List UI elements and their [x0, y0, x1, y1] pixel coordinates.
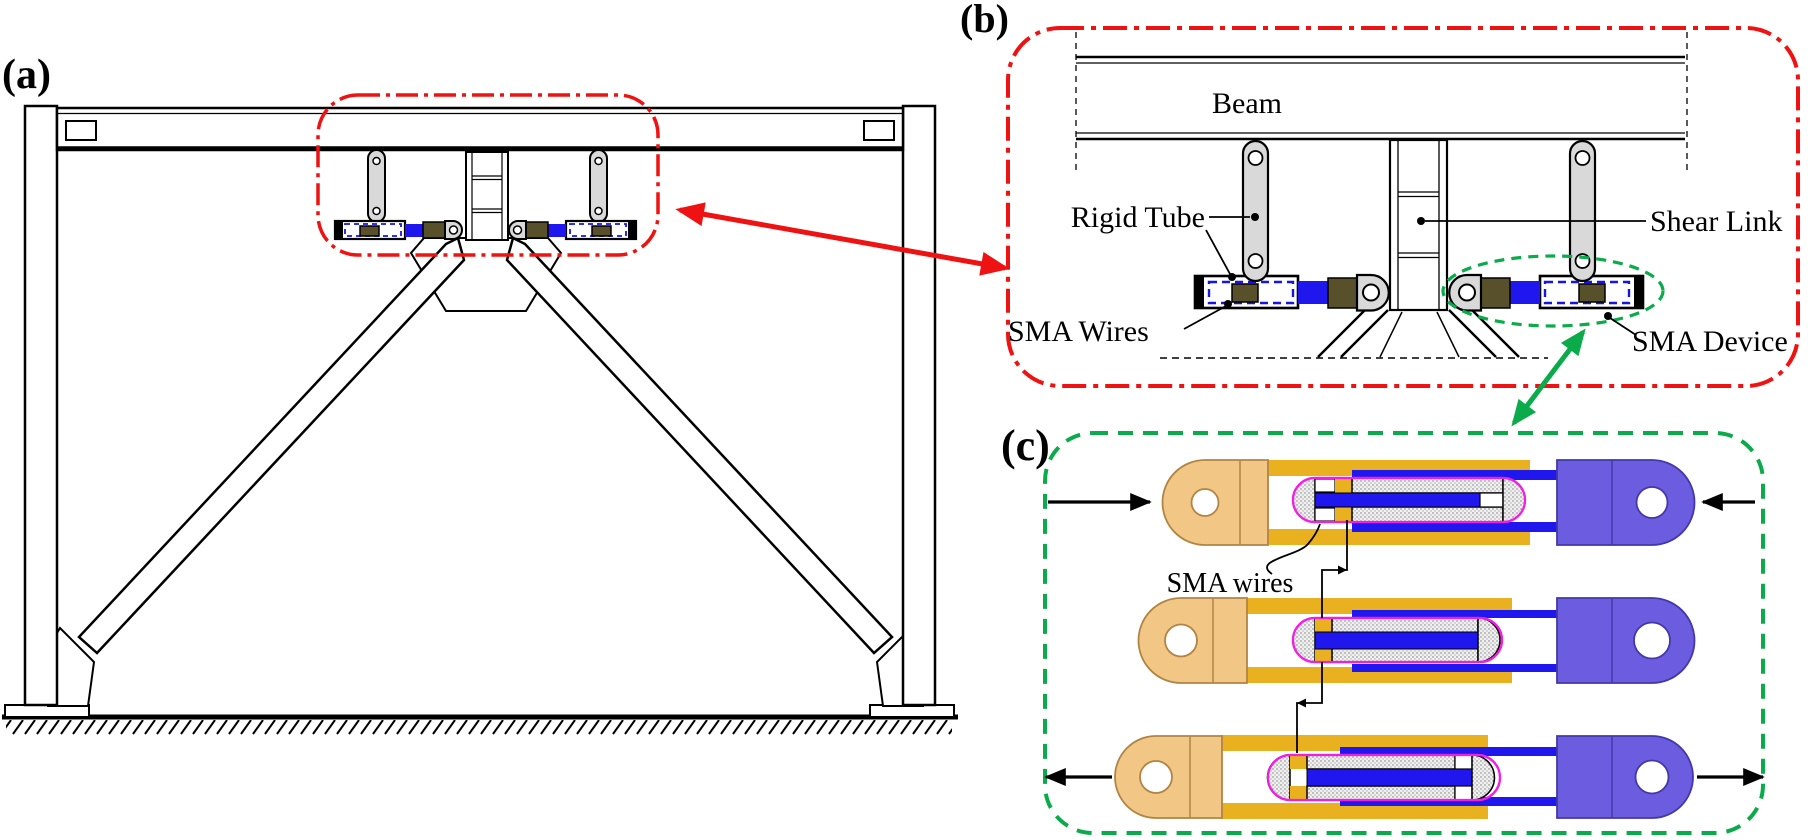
clevis-right-purple [1556, 735, 1694, 819]
clevis-left-tan [1137, 597, 1248, 684]
wire-bar-top [1306, 754, 1456, 770]
detail-boundary-box-red [1006, 26, 1800, 388]
sma-wires-label-b: SMA Wires [1008, 315, 1149, 348]
brace-stubs-b [1160, 309, 1548, 359]
wire-cap-right [1471, 754, 1496, 801]
device-boundary-box-green [1043, 431, 1765, 835]
wire-anchor-gold-top [1315, 619, 1332, 632]
pin-hole [1164, 623, 1198, 658]
inner-rod-bar-bottom [1340, 797, 1558, 806]
clevis-right-purple [1556, 459, 1696, 546]
rigid-tube-label: Rigid Tube [1071, 201, 1205, 234]
beam-detail [1075, 32, 1688, 172]
shear-link-label: Shear Link [1650, 205, 1782, 238]
panel-b-connection-detail: (b) Beam [960, 0, 1800, 388]
rigid-tube-annotation: Rigid Tube [1071, 201, 1259, 281]
inner-rod-bar-top [1352, 610, 1558, 618]
panel-c-label: (c) [1001, 421, 1050, 470]
red-link-arrow [675, 202, 1010, 276]
brace-right [505, 236, 894, 655]
connector-arrowhead-left [1297, 698, 1306, 708]
sma-device-state-neutral [1137, 597, 1696, 684]
rigid-tube-left-b [1241, 139, 1270, 283]
rigid-tube-left-a [367, 149, 386, 223]
column-right [901, 104, 937, 707]
detail-callout-box-red [316, 93, 660, 257]
sma-device-label: SMA Device [1632, 325, 1788, 358]
pin-hole [1139, 760, 1173, 794]
connector-arrowhead-right [1338, 565, 1347, 575]
wire-anchor-gold-top [1290, 756, 1307, 769]
center-rod [1314, 492, 1481, 508]
sma-device-highlight-ellipse-green [1441, 254, 1665, 328]
wire-anchor-gold-bottom [1290, 786, 1307, 799]
wire-gap-bottom [1454, 785, 1473, 801]
beam [55, 106, 905, 152]
clevis-left-tan [1161, 459, 1269, 546]
wire-cap-left [1292, 617, 1316, 663]
beam-end-connection-right [863, 120, 895, 141]
sma-wires-annotation-c: SMA wires [1167, 523, 1321, 599]
shear-link-a [465, 151, 509, 241]
inner-rod-bar-top [1340, 747, 1558, 756]
inner-rod-bar-bottom [1352, 522, 1558, 532]
outer-tube-bar-bottom [1220, 803, 1488, 819]
clevis-left-tan [1114, 735, 1223, 819]
sma-device-state-compressed [1048, 459, 1755, 546]
sma-device-left-a [333, 219, 463, 241]
inner-rod-bar-top [1352, 470, 1558, 480]
beam-label: Beam [1212, 87, 1282, 120]
wire-cap-right [1502, 477, 1526, 523]
sma-device-left-b [1193, 273, 1390, 312]
sma-device-right-b [1448, 273, 1645, 312]
shear-link-b [1388, 138, 1449, 312]
center-rod [1306, 768, 1473, 787]
green-link-arrow [1511, 328, 1586, 427]
sma-wires-annotation-b: SMA Wires [1008, 300, 1232, 348]
column-left [23, 104, 59, 707]
wire-bar-top [1331, 617, 1479, 634]
wire-anchor-gold-bottom [1315, 648, 1332, 661]
wire-gap-top [1454, 754, 1473, 770]
rigid-tube-right-b [1568, 139, 1597, 283]
shear-link-annotation: Shear Link [1417, 205, 1782, 238]
sma-wires-label-c: SMA wires [1167, 568, 1294, 599]
sma-wire-bundle [1266, 753, 1502, 802]
pin-hole [1635, 486, 1669, 519]
wire-cap-left [1266, 754, 1291, 801]
wire-cap-left [1292, 477, 1316, 523]
pin-hole [1190, 488, 1220, 517]
curved-leader-line [1266, 523, 1321, 575]
center-rod [1314, 631, 1479, 650]
pin-hole [1634, 759, 1670, 795]
sma-wire-bundle [1291, 476, 1527, 524]
rigid-tube-right-a [589, 149, 608, 223]
panel-c-sma-device-states: (c) [1001, 421, 1765, 835]
pin-hole [1633, 621, 1671, 660]
sma-device-state-stretched [1044, 735, 1765, 819]
inner-rod-bar-bottom [1352, 664, 1558, 672]
wire-bar-top [1351, 477, 1504, 494]
sma-wire-bundle [1291, 616, 1504, 664]
sma-device-right-a [508, 219, 638, 241]
brace-left [77, 236, 466, 655]
wire-bar-bottom [1306, 785, 1456, 801]
ground-hatching [6, 720, 952, 735]
sma-device-annotation: SMA Device [1604, 312, 1788, 358]
wire-bar-bottom [1351, 506, 1504, 523]
clevis-right-purple [1556, 597, 1696, 684]
panel-a-frame-elevation: (a) [2, 52, 958, 735]
panel-a-label: (a) [2, 52, 51, 98]
panel-b-label: (b) [960, 0, 1009, 41]
outer-tube-bar-bottom [1266, 529, 1530, 545]
wire-connector-lines [1296, 520, 1348, 753]
beam-end-connection-left [65, 120, 97, 141]
rod-gap [1479, 492, 1504, 508]
